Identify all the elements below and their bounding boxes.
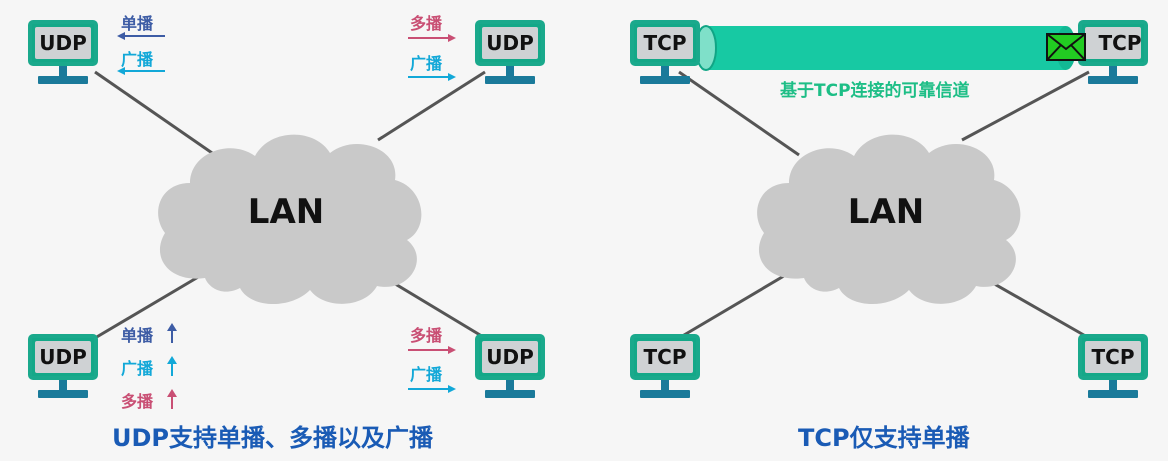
monitor-base	[1088, 390, 1138, 398]
multicast-tag: 多播	[410, 326, 443, 345]
lan-label: LAN	[247, 192, 325, 232]
tcp-host-bottom-right[interactable]: TCP	[1078, 334, 1148, 400]
arrow-up-icon	[167, 323, 177, 343]
monitor-icon: TCP	[1078, 20, 1148, 66]
host-label: UDP	[35, 341, 91, 373]
tcp-host-bottom-left[interactable]: TCP	[630, 334, 700, 400]
link-top-right	[377, 70, 486, 142]
arrow-left-icon	[117, 67, 165, 75]
tcp-caption: TCP仅支持单播	[798, 424, 970, 452]
monitor-icon: UDP	[475, 334, 545, 380]
broadcast-tag: 广播	[121, 359, 154, 378]
link-top-right	[961, 70, 1090, 142]
monitor-base	[38, 390, 88, 398]
lan-label: LAN	[847, 192, 925, 232]
multicast-tag: 多播	[410, 14, 443, 33]
link-top-left	[94, 70, 216, 157]
monitor-stand	[661, 66, 669, 76]
arrow-right-icon	[408, 385, 456, 393]
monitor-base	[485, 76, 535, 84]
monitor-stand	[1109, 380, 1117, 390]
host-label: UDP	[482, 27, 538, 59]
arrow-right-icon	[408, 34, 456, 42]
lan-cloud	[757, 134, 1021, 305]
broadcast-tag: 广播	[410, 54, 443, 73]
broadcast-tag: 广播	[121, 50, 154, 69]
arrow-up-icon	[167, 356, 177, 376]
host-label: UDP	[482, 341, 538, 373]
monitor-base	[485, 390, 535, 398]
link-top-left	[678, 70, 800, 157]
udp-host-bottom-right[interactable]: UDP	[475, 334, 545, 400]
monitor-base	[640, 390, 690, 398]
lan-cloud	[158, 134, 422, 305]
host-label: TCP	[1085, 27, 1142, 59]
reliable-channel-label: 基于TCP连接的可靠信道	[780, 81, 970, 101]
arrow-up-icon	[167, 389, 177, 409]
udp-host-top-left[interactable]: UDP	[28, 20, 98, 86]
monitor-icon: UDP	[28, 20, 98, 66]
arrow-right-icon	[408, 73, 456, 81]
monitor-icon: TCP	[630, 334, 700, 380]
monitor-stand	[506, 380, 514, 390]
monitor-stand	[1109, 66, 1117, 76]
udp-host-top-right[interactable]: UDP	[475, 20, 545, 86]
link-bottom-left	[94, 268, 211, 340]
tcp-network-links	[678, 70, 1090, 340]
monitor-stand	[506, 66, 514, 76]
monitor-base	[640, 76, 690, 84]
monitor-base	[1088, 76, 1138, 84]
arrow-right-icon	[408, 346, 456, 354]
monitor-stand	[661, 380, 669, 390]
monitor-icon: UDP	[28, 334, 98, 380]
udp-host-bottom-left[interactable]: UDP	[28, 334, 98, 400]
tcp-host-top-left[interactable]: TCP	[630, 20, 700, 86]
reliable-channel-pipe	[696, 25, 1076, 71]
monitor-stand	[59, 66, 67, 76]
tcp-panel: LAN 基于TCP连接的可靠信道 TCP TCP TCP TCP	[584, 0, 1168, 461]
monitor-icon: UDP	[475, 20, 545, 66]
broadcast-tag: 广播	[410, 365, 443, 384]
udp-caption: UDP支持单播、多播以及广播	[112, 424, 433, 452]
arrow-left-icon	[117, 32, 165, 40]
host-label: TCP	[1085, 341, 1141, 373]
unicast-tag: 单播	[121, 326, 154, 345]
unicast-tag: 单播	[121, 14, 154, 33]
monitor-base	[38, 76, 88, 84]
link-bottom-left	[678, 268, 795, 340]
host-label: TCP	[637, 341, 693, 373]
envelope-icon	[1046, 33, 1086, 61]
tcp-host-top-right[interactable]: TCP	[1078, 20, 1148, 86]
multicast-tag: 多播	[121, 392, 154, 411]
host-label: TCP	[637, 27, 693, 59]
udp-panel: LAN UDP UDP UDP UDP 单播 广播 多播 广播 单播	[28, 14, 545, 452]
monitor-stand	[59, 380, 67, 390]
host-label: UDP	[35, 27, 91, 59]
monitor-icon: TCP	[1078, 334, 1148, 380]
monitor-icon: TCP	[630, 20, 700, 66]
